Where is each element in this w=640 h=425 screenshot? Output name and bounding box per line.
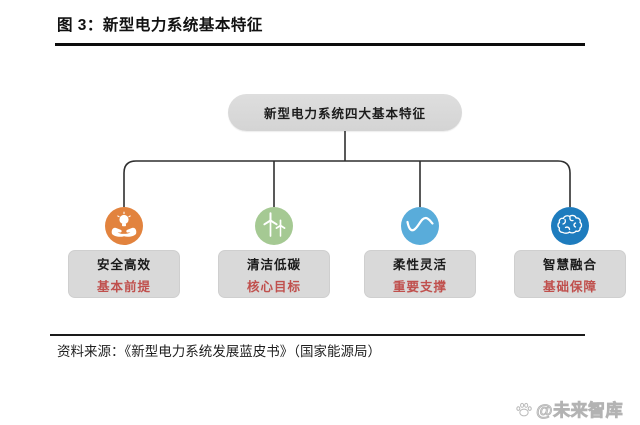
wind-turbine-icon [255, 207, 293, 245]
brain-icon [551, 207, 589, 245]
root-node: 新型电力系统四大基本特征 [228, 94, 462, 131]
title-underline [55, 43, 585, 46]
branch-safe-efficient: 安全高效 基本前提 [68, 207, 180, 298]
watermark-text: @未来智库 [536, 401, 624, 421]
branch-title: 柔性灵活 [392, 257, 447, 272]
branch-smart-integration: 智慧融合 基础保障 [514, 207, 626, 298]
branch-box: 柔性灵活 重要支撑 [364, 250, 476, 298]
branch-clean-lowcarbon: 清洁低碳 核心目标 [218, 207, 330, 298]
watermark: @未来智库 [514, 396, 623, 421]
branch-title: 清洁低碳 [246, 257, 301, 272]
figure-title: 图 3：新型电力系统基本特征 [57, 17, 263, 34]
branch-subtitle: 核心目标 [246, 279, 301, 294]
branch-box: 清洁低碳 核心目标 [218, 250, 330, 298]
paw-icon [516, 402, 532, 416]
branch-subtitle: 基础保障 [542, 279, 597, 294]
branch-subtitle: 基本前提 [96, 279, 151, 294]
branch-flexible: 柔性灵活 重要支撑 [364, 207, 476, 298]
footer-divider [50, 334, 585, 336]
branch-title: 安全高效 [96, 257, 151, 272]
source-text: 资料来源：《新型电力系统发展蓝皮书》（国家能源局） [57, 344, 381, 359]
branch-box: 安全高效 基本前提 [68, 250, 180, 298]
branch-title: 智慧融合 [542, 257, 597, 272]
hands-lightbulb-icon [105, 207, 143, 245]
sine-wave-icon [401, 207, 439, 245]
branch-box: 智慧融合 基础保障 [514, 250, 626, 298]
branch-subtitle: 重要支撑 [392, 279, 447, 294]
